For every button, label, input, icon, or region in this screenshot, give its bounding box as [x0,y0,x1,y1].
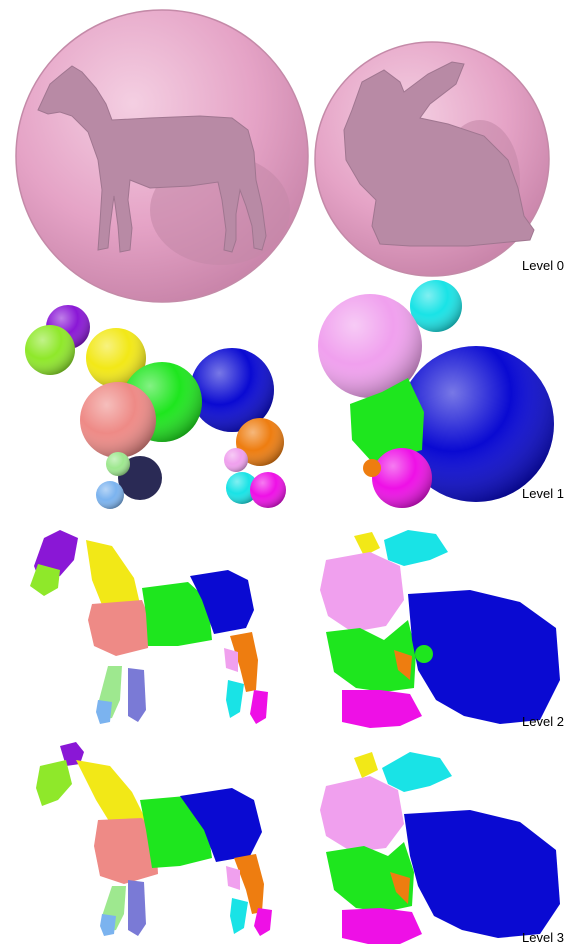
level-2-row [30,530,560,728]
level-2-label: Level 2 [522,714,564,729]
level-1-label: Level 1 [522,486,564,501]
level-1-row [25,280,554,509]
horse-bounding-sphere [16,10,308,302]
level-3-row [36,742,560,944]
horse-level-3-spheres [36,742,272,936]
level-0-row [16,10,549,302]
horse-level-2-spheres [30,530,268,724]
bunny-level-3-spheres [320,752,560,944]
horse-level-1-spheres [25,305,286,509]
level-3-label: Level 3 [522,930,564,945]
bunny-bounding-sphere [315,42,549,276]
level-0-label: Level 0 [522,258,564,273]
bunny-level-2-spheres [320,530,560,728]
bunny-level-1-spheres [318,280,554,508]
